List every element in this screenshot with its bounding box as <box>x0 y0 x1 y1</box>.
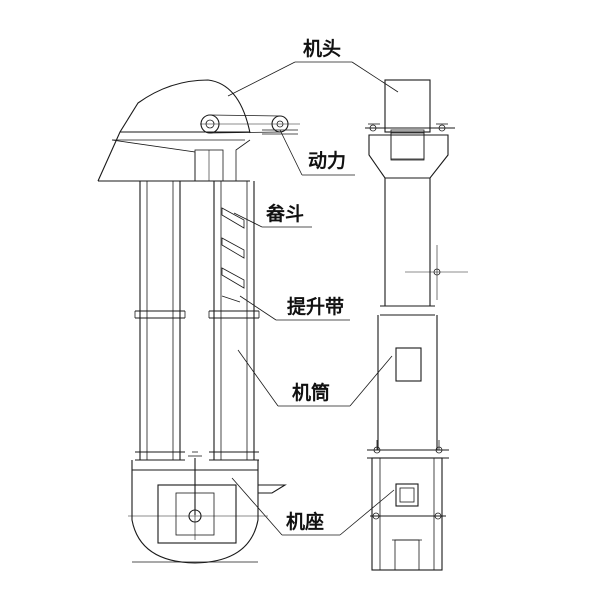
base <box>128 451 287 564</box>
buckets <box>221 207 245 303</box>
side-view <box>97 79 300 564</box>
label-base: 机座 <box>286 510 324 533</box>
inspection-window <box>395 347 422 382</box>
label-head: 机头 <box>303 38 341 60</box>
drive-unit <box>200 114 300 135</box>
leader-lines <box>227 61 399 536</box>
label-casing: 机筒 <box>292 381 330 404</box>
label-power: 动力 <box>308 149 346 172</box>
head-hood <box>97 79 251 182</box>
front-view <box>365 79 468 571</box>
casing-legs <box>134 181 260 461</box>
labels: 机头 动力 畚斗 提升带 机筒 机座 <box>266 38 346 533</box>
front-base-box <box>371 457 443 571</box>
label-bucket: 畚斗 <box>266 202 304 225</box>
front-head-box <box>384 79 431 133</box>
label-belt: 提升带 <box>287 295 344 318</box>
